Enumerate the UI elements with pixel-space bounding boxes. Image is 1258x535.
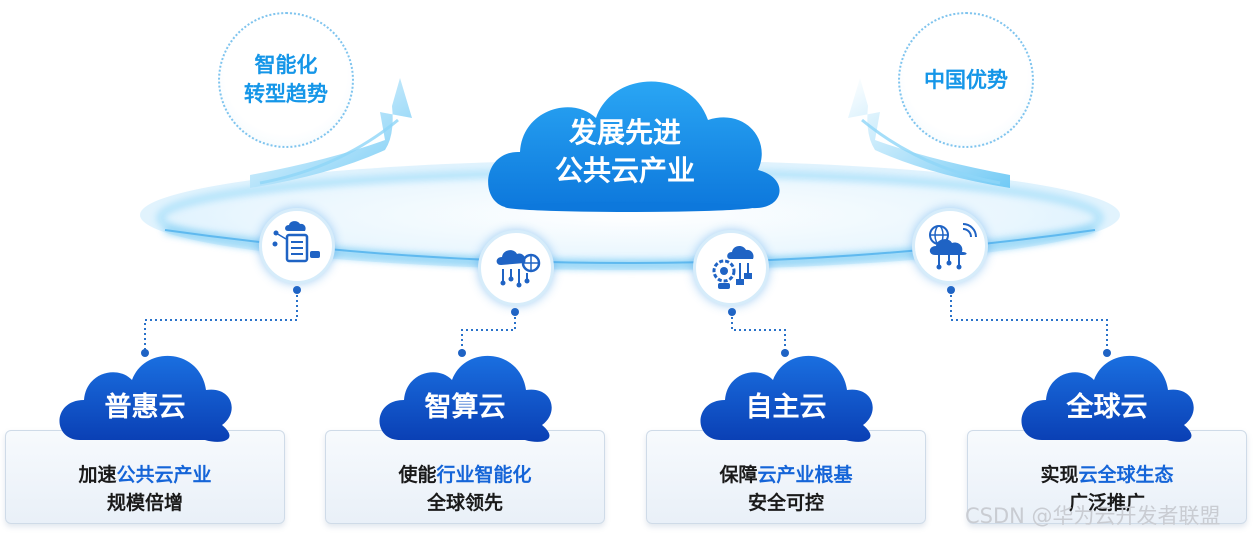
cloud-label-puhui: 普惠云	[104, 392, 186, 423]
trend-bubble-left: 智能化 转型趋势	[218, 12, 354, 148]
cloud-compute-icon	[478, 230, 554, 306]
cloud-gear-icon	[693, 230, 769, 306]
trend-bubble-right: 中国优势	[898, 12, 1034, 148]
main-cloud-text: 发展先进 公共云产业	[520, 114, 730, 190]
bubble-left-line1: 智能化	[254, 53, 318, 77]
bubble-right-line1: 中国优势	[924, 67, 1008, 92]
card-quanqiu: 实现云全球生态 广泛推广	[967, 430, 1247, 524]
left-arrow	[250, 78, 412, 188]
card-text-pre: 保障	[719, 464, 758, 486]
connectors	[144, 290, 1108, 353]
card-text-highlight: 云产业根基	[757, 464, 853, 486]
card-text-highlight: 公共云产业	[116, 464, 212, 486]
server-cloud-icon	[259, 208, 335, 284]
small-cloud-zizhu	[700, 355, 873, 442]
watermark: CSDN @华为云开发者联盟	[965, 504, 1221, 528]
connector-dots	[141, 286, 1111, 357]
cloud-label-zizhu: 自主云	[745, 392, 827, 423]
card-text-line2: 全球领先	[426, 492, 503, 514]
small-cloud-quanqiu	[1021, 355, 1194, 442]
small-cloud-puhui	[59, 355, 232, 442]
main-cloud-line1: 发展先进	[568, 116, 681, 149]
global-cloud-icon	[912, 208, 988, 284]
card-zizhu: 保障云产业根基 安全可控	[646, 430, 926, 524]
card-text-pre: 实现	[1040, 464, 1079, 486]
cloud-label-quanqiu: 全球云	[1066, 392, 1148, 423]
card-text-highlight: 云全球生态	[1078, 464, 1174, 486]
card-text-pre: 使能	[398, 464, 437, 486]
card-text-line2: 安全可控	[747, 492, 824, 514]
main-cloud-line2: 公共云产业	[554, 154, 695, 187]
card-zhisuan: 使能行业智能化 全球领先	[325, 430, 605, 524]
small-cloud-zhisuan	[379, 355, 552, 442]
right-arrow	[848, 78, 1010, 188]
cloud-label-zhisuan: 智算云	[424, 392, 506, 423]
bubble-left-line2: 转型趋势	[244, 82, 328, 106]
card-text-pre: 加速	[78, 464, 117, 486]
card-text-highlight: 行业智能化	[436, 464, 532, 486]
card-text-line2: 广泛推广	[1068, 492, 1145, 514]
card-text-line2: 规模倍增	[106, 492, 183, 514]
main-cloud	[488, 81, 780, 212]
